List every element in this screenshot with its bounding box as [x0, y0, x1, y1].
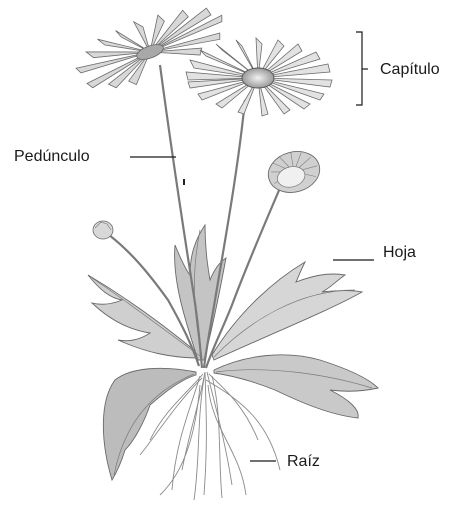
label-capitulo: Capítulo: [380, 62, 440, 78]
label-hoja: Hoja: [383, 245, 416, 261]
flower-head-capitulo: [186, 38, 332, 116]
leaf-right: [212, 262, 362, 360]
flower-head-left: [68, 0, 234, 102]
label-raiz: Raíz: [287, 454, 320, 470]
flower-bud-left: [93, 221, 113, 239]
label-pedunculo: Pedúnculo: [14, 149, 90, 165]
flower-bud-right: [264, 146, 325, 198]
leaf-lower-right: [214, 355, 378, 418]
peduncle-marker: [183, 179, 185, 185]
capitulo-bracket: [356, 32, 362, 105]
leaves: [88, 225, 378, 480]
